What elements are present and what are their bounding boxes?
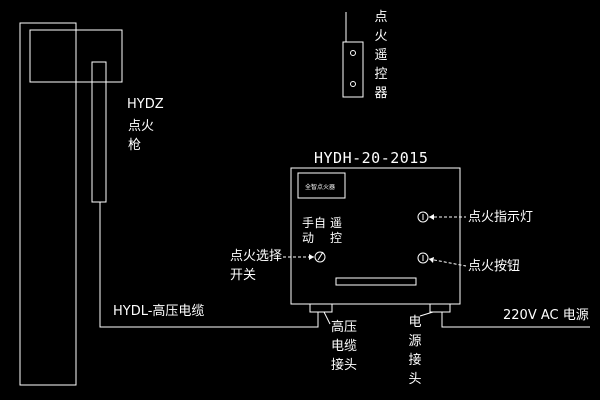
- gun-body: [19, 22, 77, 386]
- button-arrowhead: [429, 257, 434, 263]
- controller-box: [290, 167, 461, 305]
- controller-slot: [335, 277, 417, 286]
- hv-cable-line: [99, 202, 319, 328]
- gun-rod: [91, 61, 107, 203]
- gun-name-label: 点火枪: [128, 119, 155, 153]
- selector-switch-label: 点火选择开关: [230, 249, 283, 283]
- hv-cable-label: HYDL-高压电缆: [113, 304, 205, 319]
- indicator-light-label: 点火指示灯: [468, 210, 534, 225]
- power-connector-label: 电源接头: [408, 315, 422, 387]
- controller-nameplate: 全智点火器: [305, 184, 336, 191]
- hv-connector-leader: [323, 311, 331, 325]
- power-supply-label: 220V AC 电源: [503, 308, 589, 323]
- hv-connector-label: 高压电缆接头: [331, 320, 358, 373]
- gun-model-label: HYDZ: [127, 97, 164, 112]
- remote-label: 点火遥控器: [374, 10, 388, 101]
- remote-button-bottom: [350, 81, 356, 87]
- controller-nameplate-box: [297, 172, 346, 199]
- selector-switch-knob: [314, 251, 326, 263]
- ignite-button-symbol: [417, 252, 429, 264]
- ignite-button-label: 点火按钮: [468, 259, 521, 274]
- button-leader: [428, 258, 467, 267]
- remote-button-top: [350, 50, 356, 56]
- mode-auto-label: 遥控: [330, 216, 343, 245]
- selector-switch-pointer: [317, 251, 324, 261]
- indicator-light: [417, 211, 429, 223]
- mode-manual-label: 手自动: [302, 216, 327, 245]
- remote-body: [342, 41, 364, 98]
- selector-arrowhead: [309, 254, 314, 260]
- power-connector-block: [429, 303, 451, 313]
- controller-title: HYDH-20-2015: [314, 149, 429, 167]
- hv-connector-block: [309, 303, 333, 313]
- power-connector-leader: [419, 311, 434, 317]
- indicator-arrowhead: [429, 214, 434, 220]
- power-supply-line: [441, 312, 590, 328]
